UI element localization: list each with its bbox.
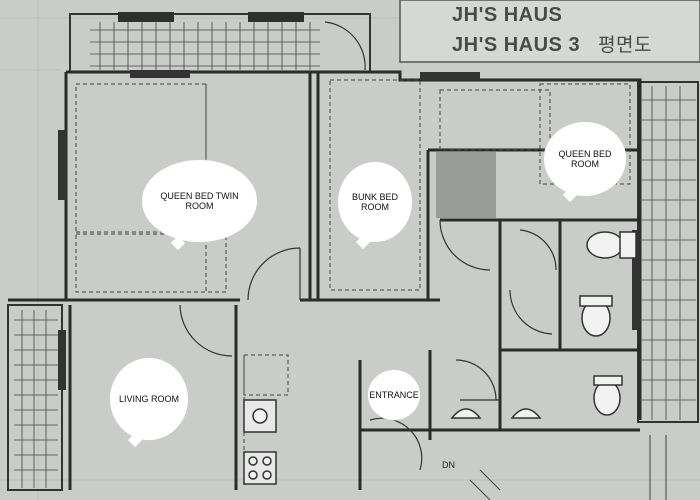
- room-label-queen: QUEEN BED ROOM: [558, 148, 612, 169]
- top-balcony: [69, 12, 371, 73]
- stairs-bottom: [469, 435, 667, 500]
- title-line-1: JH'S HAUS: [452, 4, 563, 26]
- title-line-2-text: JH'S HAUS 3: [452, 34, 581, 56]
- room-label-queen-twin: QUEEN BED TWIN ROOM: [160, 190, 239, 211]
- title-line-2: JH'S HAUS 3 평면도: [452, 30, 652, 57]
- fixtures: [243, 231, 637, 485]
- stair-dn-label: DN: [442, 460, 455, 470]
- title-kr: 평면도: [598, 35, 653, 56]
- room-bubble-living: LIVING ROOM: [110, 358, 188, 440]
- walls: [8, 70, 642, 490]
- room-bubble-queen: QUEEN BED ROOM: [544, 122, 626, 196]
- stair-shading: [436, 152, 496, 218]
- room-label-living: LIVING ROOM: [118, 393, 179, 404]
- room-label-bunk: BUNK BED ROOM: [351, 191, 398, 212]
- room-label-entrance: ENTRANCE: [369, 389, 419, 400]
- room-bubble-entrance: ENTRANCE: [368, 370, 420, 420]
- title-box: [399, 0, 700, 63]
- room-bubble-queen-twin: QUEEN BED TWIN ROOM: [142, 160, 257, 242]
- doors: [179, 219, 557, 471]
- room-bubble-bunk: BUNK BED ROOM: [338, 162, 412, 242]
- left-balcony: [7, 304, 63, 491]
